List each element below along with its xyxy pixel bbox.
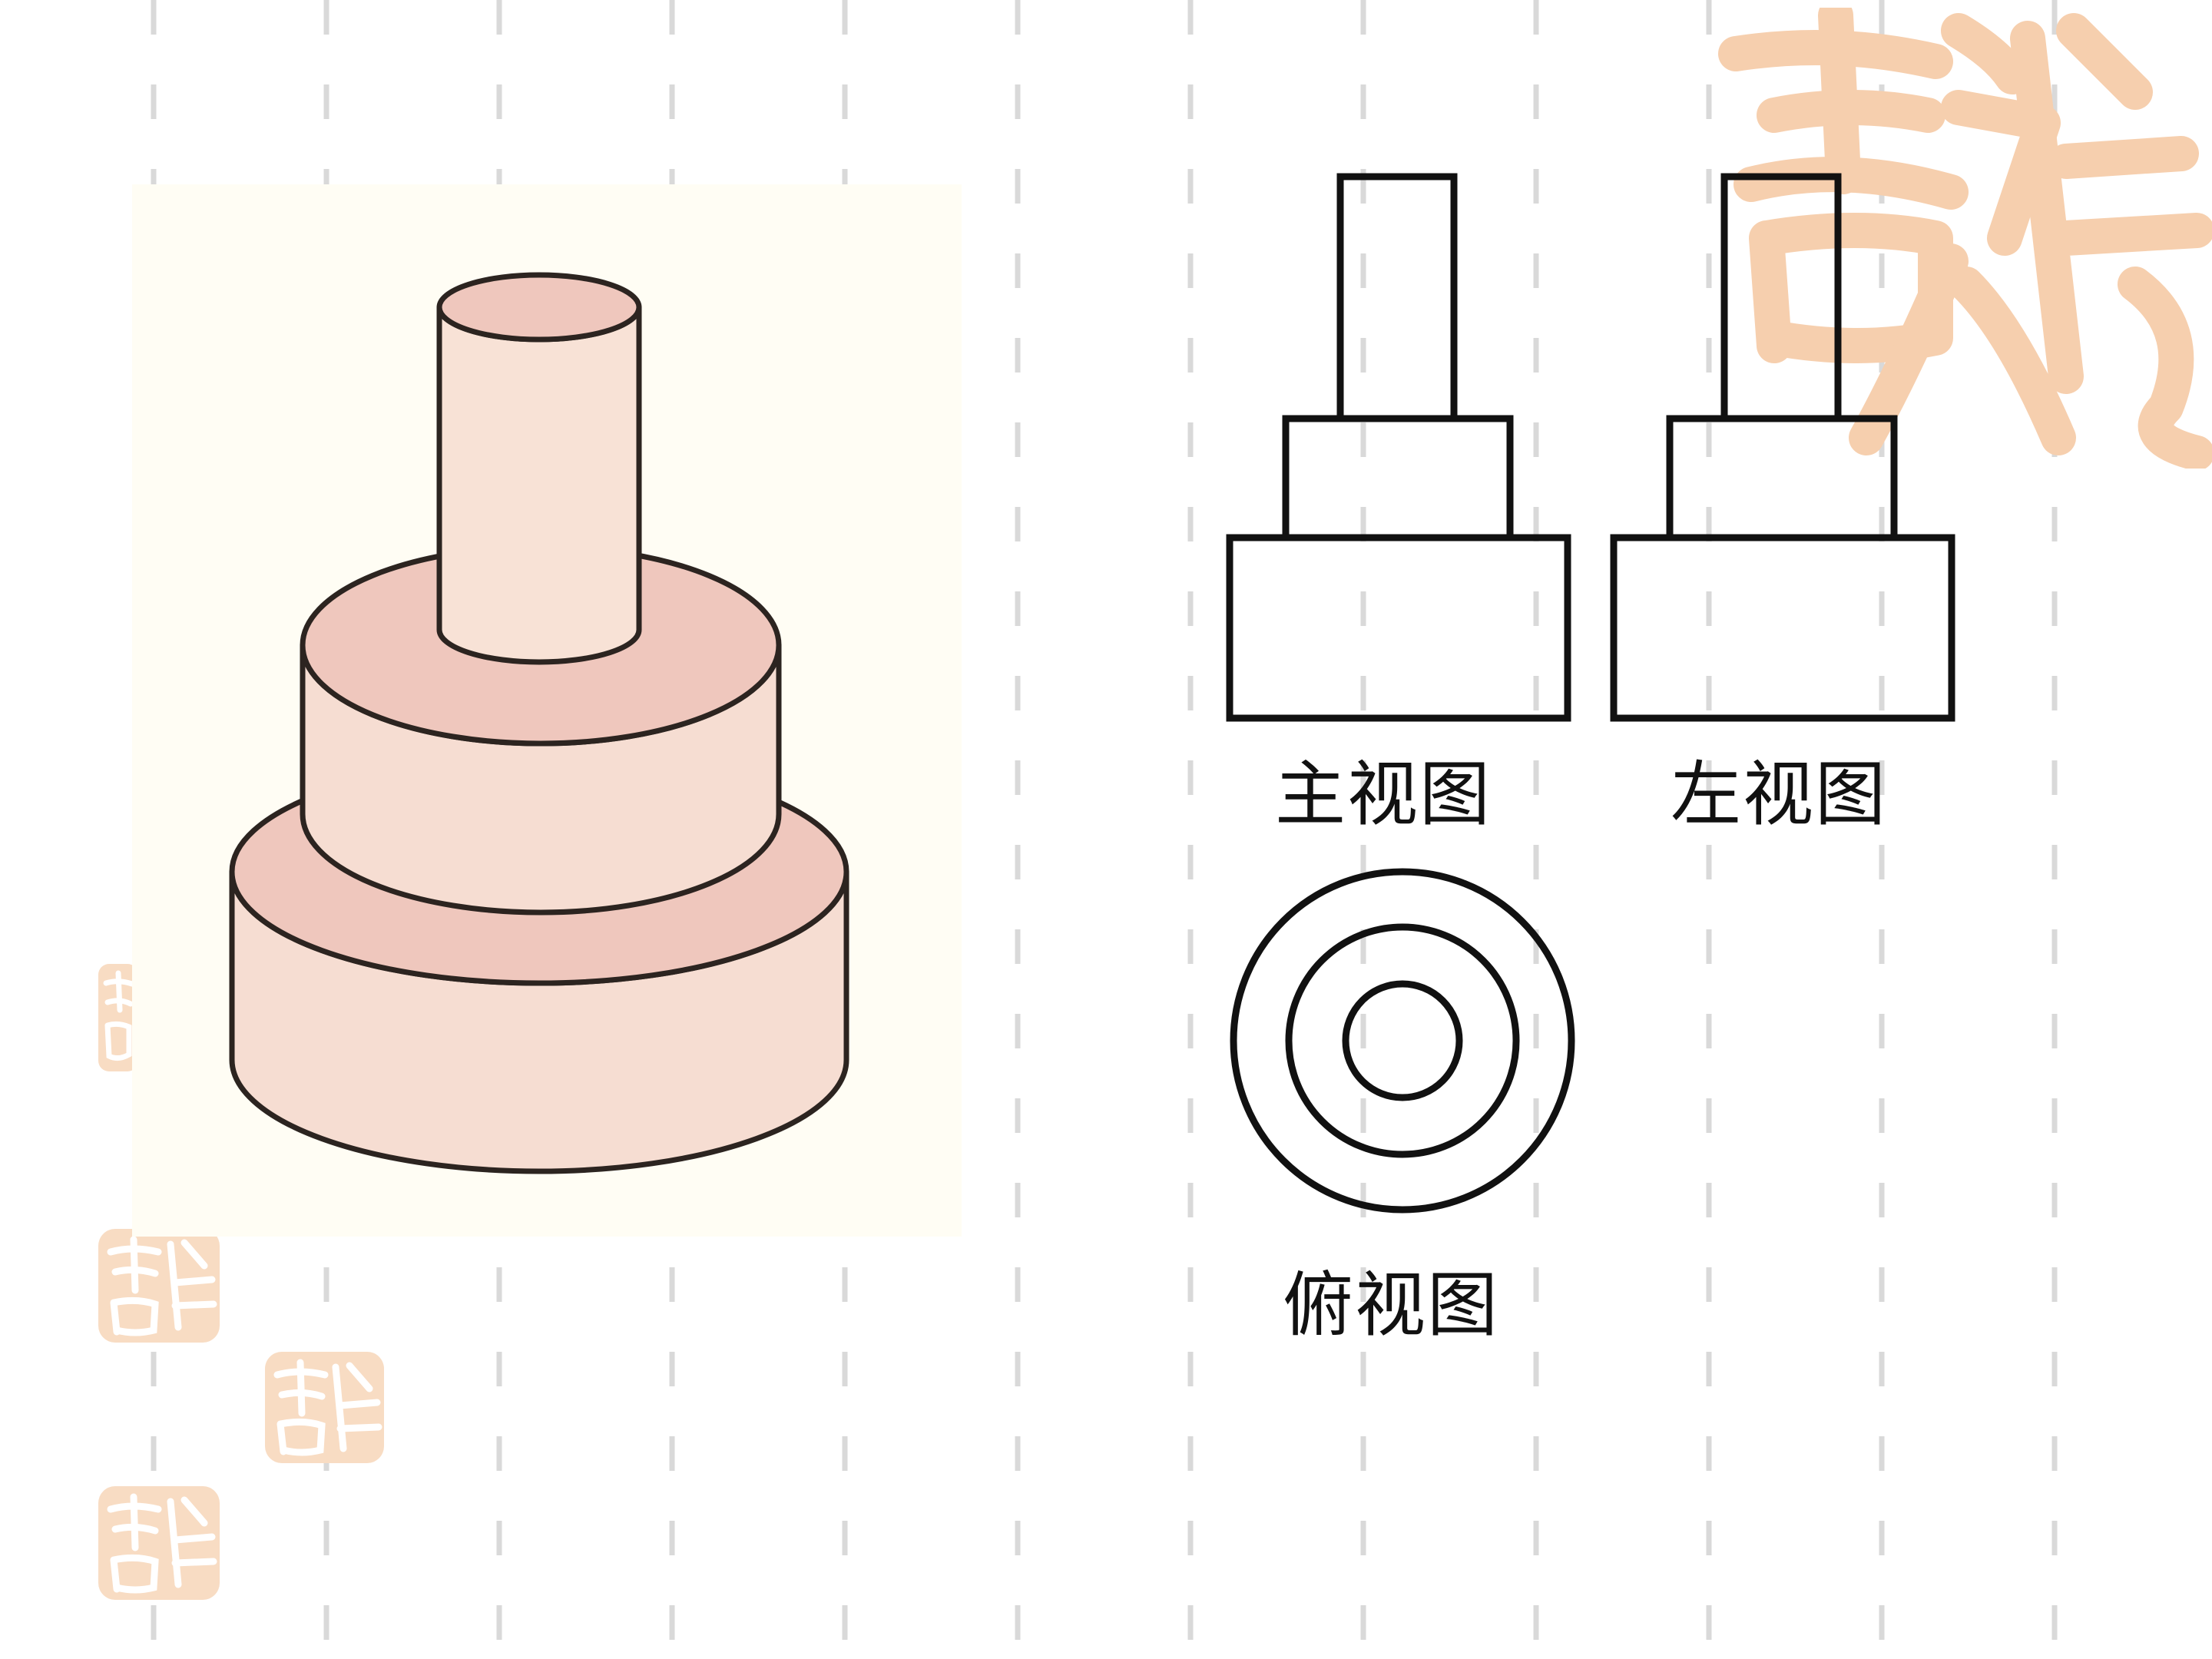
top-cylinder-top — [436, 272, 642, 343]
left-view-drawing — [1610, 173, 1955, 722]
stacked-cylinders-illustration — [132, 184, 962, 1237]
top-view-label: 俯视图 — [1283, 1264, 1500, 1346]
seal-small-3 — [265, 1352, 384, 1463]
seal-small-4 — [98, 1486, 220, 1600]
seal-small-2 — [98, 1229, 220, 1343]
seal-small-1 — [98, 964, 138, 1071]
front-view-label: 主视图 — [1275, 753, 1492, 836]
left-view-label: 左视图 — [1671, 753, 1888, 836]
seal-large — [1718, 8, 2212, 469]
top-view-drawing — [1230, 868, 1575, 1214]
front-view-drawing — [1226, 173, 1571, 722]
